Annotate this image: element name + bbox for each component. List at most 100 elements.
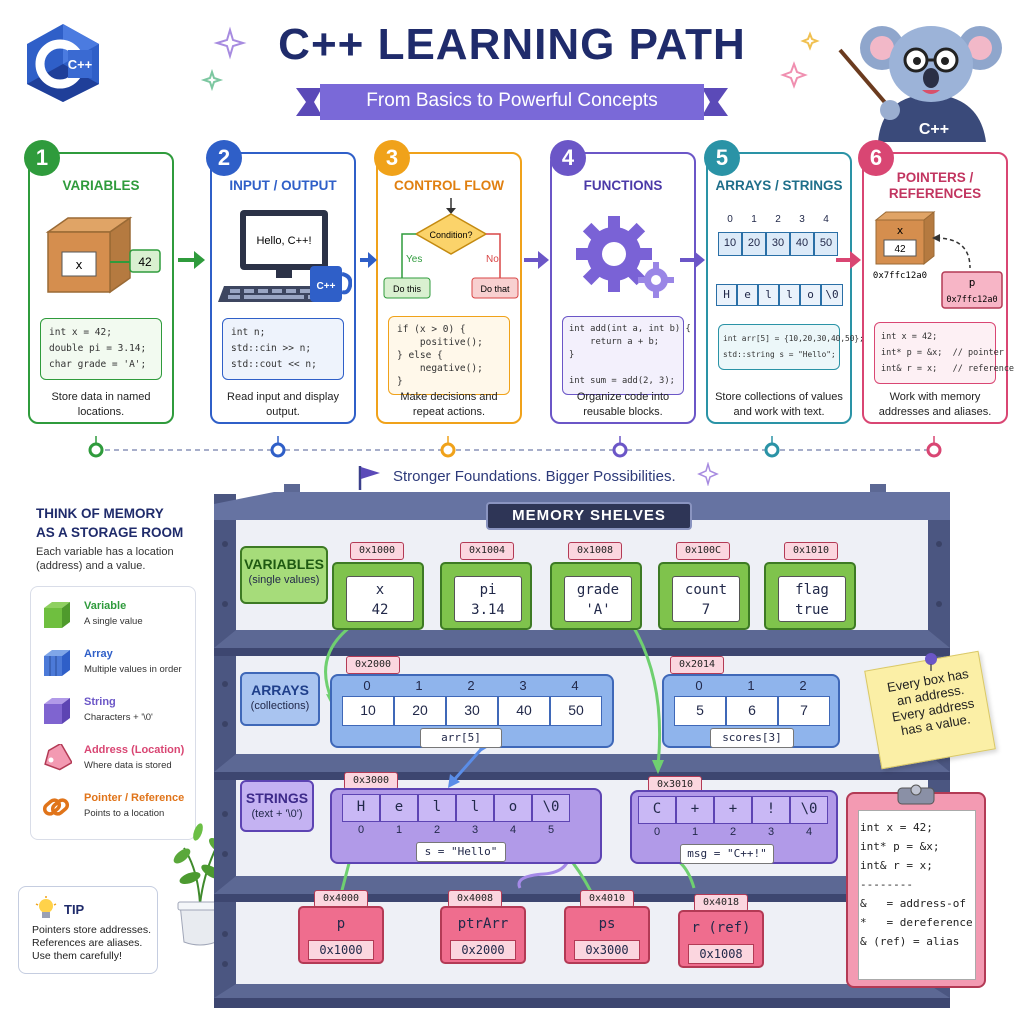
arrow-right-icon: [360, 252, 377, 268]
yes-label: Yes: [406, 254, 422, 265]
box-value: 42: [138, 255, 152, 269]
pointee-value: 42: [894, 244, 906, 255]
variable-name: grade: [576, 582, 620, 598]
string-char: +: [676, 796, 714, 824]
sparkle-icon: [200, 26, 247, 92]
memory-intro-title: THINK OF MEMORY AS A STORAGE ROOM: [36, 504, 183, 542]
flag-icon: [358, 466, 380, 490]
string-index: 5: [547, 824, 555, 836]
mascot-shirt-text: C++: [919, 121, 949, 138]
slogan-text: Stronger Foundations. Bigger Possibiliti…: [393, 468, 676, 485]
variable-value: true: [795, 602, 829, 618]
mini-array: 0 1 2 3 4 10 20 30 40 50: [718, 214, 844, 274]
lightbulb-icon: [35, 896, 57, 918]
mini-array-cell: 20: [742, 232, 766, 256]
mini-array-index: 0: [727, 214, 733, 225]
step-number-badge: 2: [206, 140, 242, 176]
step-number-badge: 4: [550, 140, 586, 176]
step-code: int n; std::cin >> n; std::cout << n;: [222, 318, 344, 380]
pointer-box: ps 0x3000: [564, 906, 650, 964]
mini-string-char: l: [758, 284, 779, 306]
array-cell: 10: [342, 696, 394, 726]
page-title: C++ LEARNING PATH: [278, 20, 746, 69]
variable-name: flag: [795, 582, 829, 598]
step-description: Work with memory addresses and aliases.: [878, 391, 992, 418]
memory-intro-text: Each variable has a location (address) a…: [36, 546, 174, 572]
mini-array-index: 2: [775, 214, 781, 225]
pointer-value: 0x1000: [308, 940, 374, 960]
step-code: int x = 42; int* p = &x; // pointer int&…: [874, 322, 1014, 384]
step-code: int add(int a, int b) { return a + b; } …: [562, 316, 691, 395]
step-card-arrays-strings: ARRAYS / STRINGS 0 1 2 3 4 10 20 30 40 5…: [706, 152, 864, 424]
mini-array-cell: 30: [766, 232, 790, 256]
flowchart-icon: Condition? Yes No Do this Do that: [383, 198, 519, 299]
variable-label: grade'A': [564, 576, 632, 622]
arrow-right-icon: [680, 251, 705, 269]
step-number-badge: 3: [374, 140, 410, 176]
clipboard-panel: int x = 42; int* p = &x; int& r = x; ---…: [846, 792, 986, 988]
legend-sub: Multiple values in order: [84, 664, 182, 675]
string-char: l: [418, 794, 456, 822]
variable-value: 3.14: [471, 602, 505, 618]
legend-sub: A single value: [84, 616, 143, 627]
address-tag: 0x1008: [568, 542, 622, 560]
string-char: \0: [532, 794, 570, 822]
pushpin-icon: [925, 653, 937, 671]
step-title: VARIABLES: [62, 178, 140, 193]
step-card-variables: VARIABLES x 42 int x = 42; double pi = 3…: [28, 152, 174, 424]
string-char: !: [752, 796, 790, 824]
string-char: +: [714, 796, 752, 824]
string-index: 2: [729, 826, 737, 838]
step-code: int arr[5] = {10,20,30,40,50}; std::stri…: [718, 324, 864, 370]
do-that-label: Do that: [480, 284, 510, 294]
tip-label: TIP: [64, 902, 85, 917]
sparkle-icon: [697, 462, 719, 486]
pointer-value: 0x1008: [688, 944, 754, 964]
pointer-value: 0x7ffc12a0: [946, 295, 997, 305]
computer-icon: Hello, C++! C++: [218, 210, 352, 302]
step-number-badge: 5: [704, 140, 740, 176]
variable-label: flag true: [778, 576, 846, 622]
step-number-badge: 6: [858, 140, 894, 176]
gears-icon: [576, 216, 674, 298]
purple-box-icon: [44, 698, 70, 724]
step-card-functions: FUNCTIONS int add(int a, int b) { return…: [550, 152, 696, 424]
no-label: No: [486, 254, 499, 265]
cpp-logo-icon: C++: [27, 24, 99, 102]
clipboard-code: int x = 42; int* p = &x; int& r = x; ---…: [860, 821, 973, 948]
legend-label: String: [84, 696, 116, 708]
address-tag: 0x1004: [460, 542, 514, 560]
sticky-note-text: Every box has an address. Every address …: [885, 665, 976, 739]
step-card-control-flow: CONTROL FLOW Condition? Yes No Do this D…: [376, 152, 522, 424]
pointee-address: 0x7ffc12a0: [873, 271, 927, 281]
potted-plant-icon: [173, 823, 228, 946]
step-description: Store collections of values and work wit…: [715, 391, 843, 418]
pointer-name: ptrArr: [457, 916, 509, 932]
mini-string-char: l: [779, 284, 800, 306]
pointer-value: 0x2000: [450, 940, 516, 960]
string-caption: s = "Hello": [416, 842, 506, 862]
array-caption: arr[5]: [420, 728, 502, 748]
string-index: 1: [691, 826, 699, 838]
shelf-tag-title: STRINGS: [245, 790, 309, 806]
mini-array-cell: 50: [814, 232, 838, 256]
step-code: if (x > 0) { positive(); } else { negati…: [388, 316, 510, 395]
string-char: e: [380, 794, 418, 822]
arrow-right-icon: [178, 251, 205, 269]
mini-string-char: \0: [821, 284, 843, 306]
string-index: 3: [767, 826, 775, 838]
array-index: 3: [519, 678, 527, 693]
string-index: 3: [471, 824, 479, 836]
step-card-input-output: INPUT / OUTPUT Hello, C++! C++ int n; st…: [210, 152, 356, 424]
step-code: int x = 42; double pi = 3.14; char grade…: [40, 318, 162, 380]
string-index: 1: [395, 824, 403, 836]
progress-timeline: [88, 436, 942, 458]
address-tag: 0x1010: [784, 542, 838, 560]
variable-box: flag true: [764, 562, 856, 630]
pointer-name: p: [969, 276, 976, 289]
do-this-label: Do this: [393, 284, 422, 294]
